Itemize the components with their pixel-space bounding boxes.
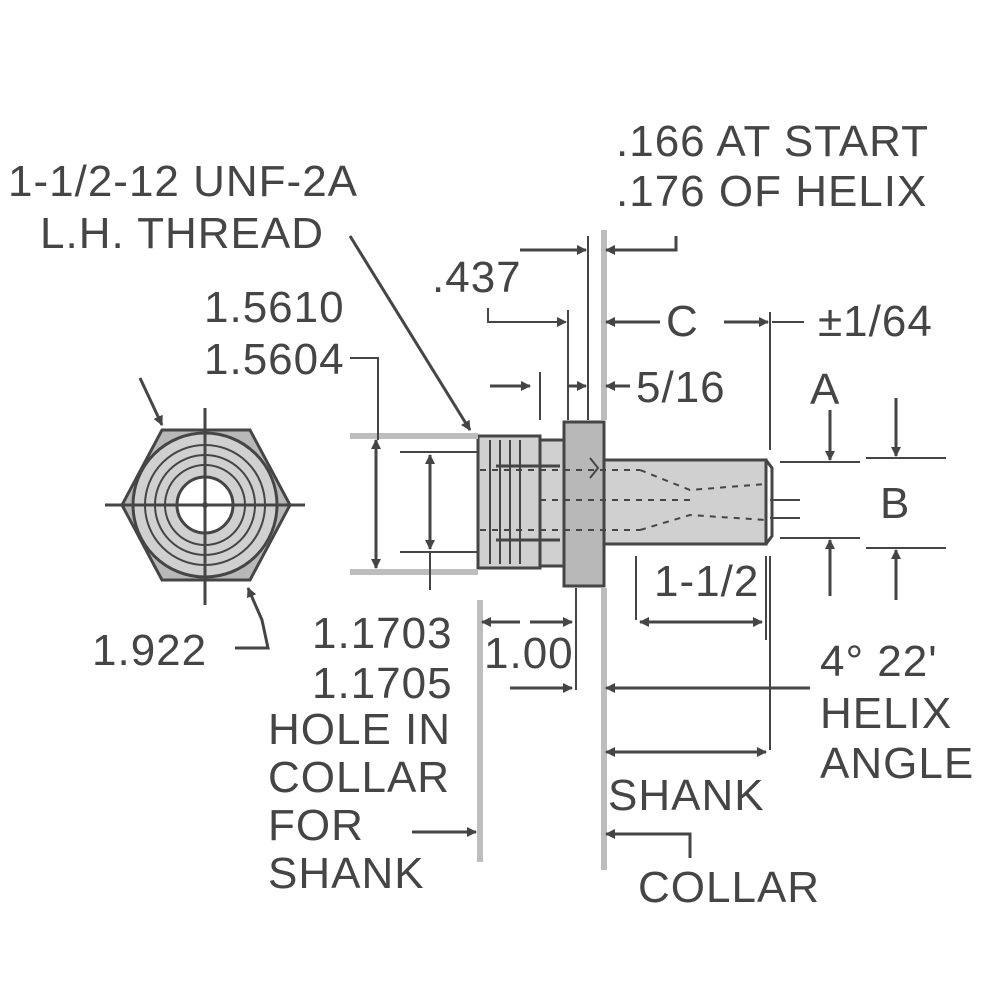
thread-spec-line1: 1-1/2-12 UNF-2A [8, 157, 358, 206]
dim-c-label: C [666, 297, 699, 346]
dim-b-label: B [880, 479, 910, 528]
dim-dia-leader [350, 357, 379, 440]
side-view [476, 420, 774, 588]
dim-437-leader [487, 308, 567, 327]
extension-lines [350, 230, 946, 870]
helix-taper [639, 469, 767, 531]
dim-1-00-label: 1.00 [484, 629, 574, 678]
dimension-arrows [348, 235, 901, 858]
hex-bottom-leader [235, 587, 270, 650]
helix-angle-line1: 4° 22' [820, 637, 938, 686]
dia-min-label: 1.5604 [204, 335, 345, 384]
tolerance-label: ±1/64 [818, 297, 933, 346]
dim-a-label: A [810, 365, 840, 414]
helix-angle-line2: HELIX [820, 689, 952, 738]
dim-5-16-label: 5/16 [636, 363, 726, 412]
dia-max-label: 1.5610 [204, 283, 345, 332]
shoulder [538, 438, 566, 568]
hex-flats-label: 1.922 [92, 626, 207, 675]
hole-dia-label-2: 1.1705 [312, 659, 453, 708]
dim-437-label: .437 [432, 253, 522, 302]
dim-helix-start [605, 236, 678, 255]
dim-collar [605, 829, 692, 858]
hole-dia-label-1: 1.1703 [312, 609, 453, 658]
hole-note-line4: SHANK [268, 849, 425, 898]
thread-leader [348, 235, 472, 431]
hex-top-leader [138, 377, 164, 426]
end-view [105, 377, 305, 650]
collar-label: COLLAR [638, 863, 820, 912]
collar-detail-mark [589, 457, 600, 479]
hole-note-line1: HOLE IN [268, 705, 451, 754]
thread-spec-line2: L.H. THREAD [40, 209, 324, 258]
collar-flange [562, 420, 606, 588]
shank-end-chamfer [764, 459, 774, 545]
helix-start-line2: .176 OF HELIX [616, 167, 927, 216]
hole-note-line2: COLLAR [268, 753, 450, 802]
shank-label: SHANK [608, 771, 765, 820]
helix-start-line1: .166 AT START [616, 117, 929, 166]
dim-1-1-2-label: 1-1/2 [654, 557, 759, 606]
shank-body [602, 458, 768, 546]
hole-note-line3: FOR [268, 801, 364, 850]
helix-angle-line3: ANGLE [820, 739, 974, 788]
